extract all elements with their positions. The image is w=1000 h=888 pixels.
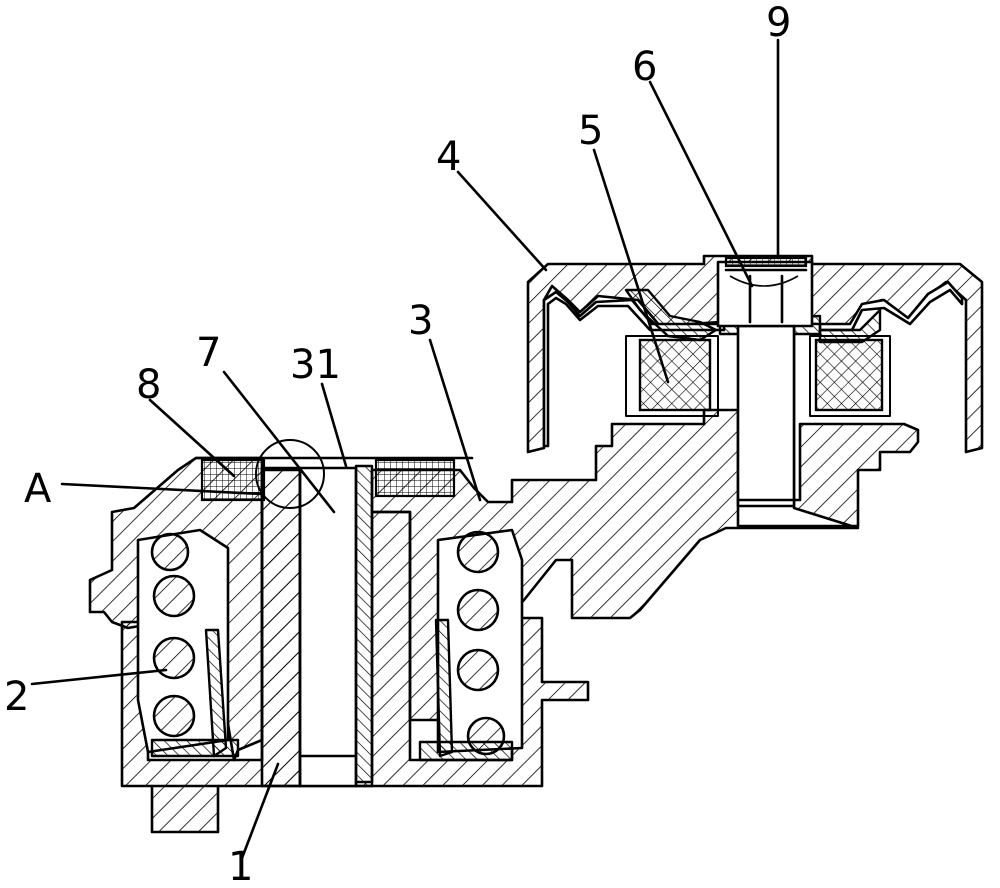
pivot-column bbox=[260, 464, 374, 788]
leader-3 bbox=[428, 338, 482, 502]
leader-4 bbox=[456, 170, 548, 272]
leader-lines bbox=[30, 38, 780, 860]
leader-2 bbox=[30, 668, 168, 686]
center-bore bbox=[298, 466, 358, 788]
leader-8 bbox=[148, 398, 236, 478]
label-9: 9 bbox=[766, 0, 791, 46]
label-1: 1 bbox=[228, 844, 253, 888]
leader-1 bbox=[240, 762, 280, 860]
leader-5 bbox=[592, 148, 670, 384]
label-a: A bbox=[24, 466, 52, 512]
label-5: 5 bbox=[578, 108, 603, 154]
label-6: 6 bbox=[632, 44, 657, 90]
label-2: 2 bbox=[4, 674, 29, 720]
label-8: 8 bbox=[136, 362, 161, 408]
label-3: 3 bbox=[408, 298, 433, 344]
leader-7 bbox=[222, 370, 336, 514]
bearing bbox=[625, 335, 891, 417]
leader-31 bbox=[320, 382, 348, 468]
label-7: 7 bbox=[196, 330, 221, 376]
leader-a bbox=[60, 482, 264, 496]
leader-6 bbox=[648, 80, 754, 288]
label-31: 31 bbox=[290, 342, 341, 388]
bolt bbox=[716, 256, 814, 508]
label-4: 4 bbox=[436, 134, 461, 180]
detail-circle-a bbox=[255, 439, 325, 509]
torsion-spring bbox=[150, 530, 514, 762]
part-labels: 8 A 7 31 3 4 5 6 9 2 1 bbox=[4, 0, 791, 888]
